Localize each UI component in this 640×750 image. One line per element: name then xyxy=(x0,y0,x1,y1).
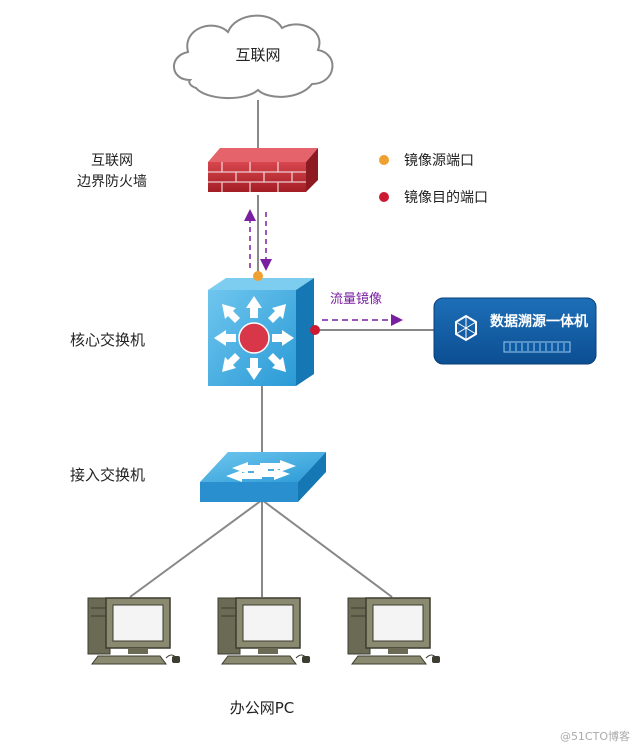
mirror-dest-port xyxy=(310,325,320,335)
pc-icon xyxy=(347,597,440,665)
access-switch-label: 接入交换机 xyxy=(70,466,145,484)
firewall-label-line2: 边界防火墙 xyxy=(77,174,147,190)
core-switch-icon xyxy=(208,278,314,386)
traffic-flow-arrows xyxy=(244,209,272,271)
internet-cloud-icon xyxy=(173,14,334,100)
legend-source-label: 镜像源端口 xyxy=(404,153,474,169)
pcs-label: 办公网PC xyxy=(230,699,295,717)
appliance-port-strip xyxy=(503,341,571,353)
connection-lines xyxy=(129,100,440,598)
appliance-label: 数据溯源一体机 xyxy=(490,313,588,330)
mirror-label: 流量镜像 xyxy=(330,292,382,307)
watermark: @51CTO博客 xyxy=(560,729,630,743)
line-access-pc3 xyxy=(261,499,393,598)
pc-group xyxy=(87,597,440,665)
pc-icon xyxy=(217,597,310,665)
pc-icon xyxy=(87,597,180,665)
internet-label: 互联网 xyxy=(235,46,280,64)
core-switch-label: 核心交换机 xyxy=(70,331,145,349)
access-switch-icon xyxy=(200,452,326,502)
legend-dest-dot xyxy=(379,192,389,202)
firewall-icon xyxy=(208,148,318,192)
line-access-pc1 xyxy=(129,499,263,598)
legend-source-dot xyxy=(379,155,389,165)
firewall-label-line1: 互联网 xyxy=(91,153,133,169)
mirror-source-port xyxy=(253,271,263,281)
appliance-hex-icon xyxy=(455,314,477,342)
legend-dest-label: 镜像目的端口 xyxy=(404,190,488,206)
trace-appliance xyxy=(433,297,597,365)
